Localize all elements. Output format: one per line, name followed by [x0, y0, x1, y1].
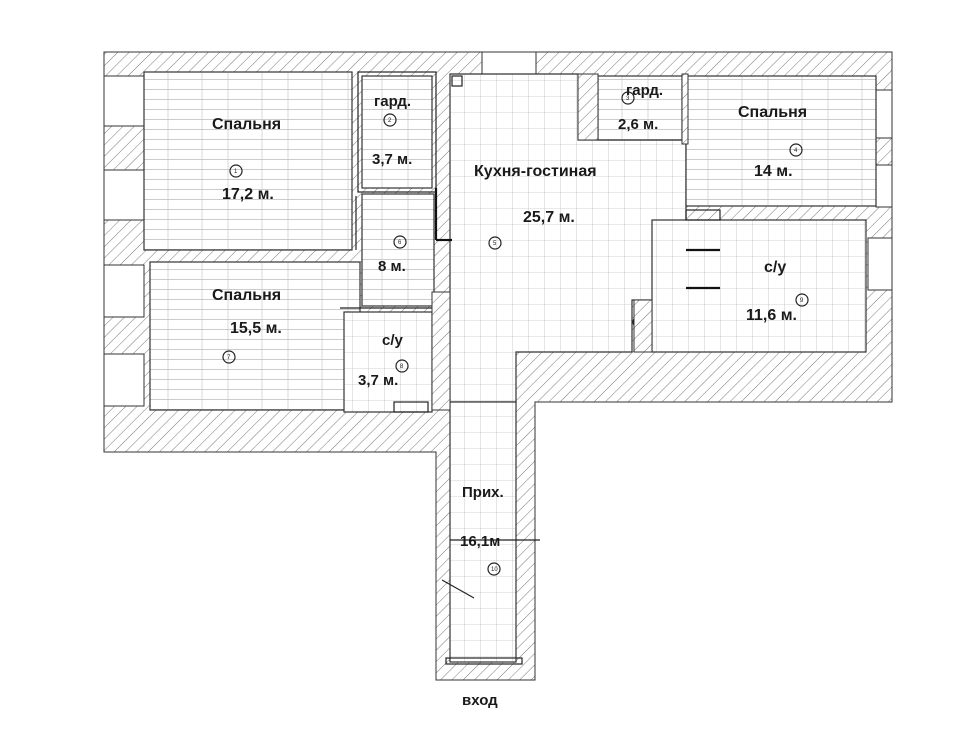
- wardrobe-1-marker: [383, 113, 397, 127]
- corridor-marker: [393, 235, 407, 249]
- bathroom-1: [343, 311, 433, 413]
- left-windows: [103, 51, 893, 407]
- bedroom-1: [143, 71, 353, 251]
- hall-marker: [487, 562, 501, 576]
- bedroom-1-marker: [229, 164, 243, 178]
- bedroom-3-marker-number: 7: [227, 355, 231, 361]
- bathroom-2: [632, 209, 867, 353]
- wardrobe-2-name: гард.: [626, 82, 663, 99]
- bedroom-2-area: 14 м.: [754, 163, 793, 180]
- kitchen-area: 25,7 м.: [523, 209, 575, 226]
- wardrobe-1-area: 3,7 м.: [372, 151, 412, 168]
- wardrobe-1: [357, 71, 437, 193]
- entrance-label: вход: [462, 692, 498, 709]
- bedroom-1-name: Спальня: [212, 116, 281, 133]
- bedroom-3: [149, 261, 361, 411]
- kitchen-name: Кухня-гостиная: [474, 163, 597, 180]
- bedroom-3-marker: [222, 350, 236, 364]
- bathroom-1-marker-number: 8: [400, 364, 404, 370]
- corridor-marker-number: 6: [398, 240, 402, 246]
- hall-marker-number: 10: [491, 567, 498, 573]
- bathroom-2-marker: [795, 293, 809, 307]
- corridor-area: 8 м.: [378, 258, 406, 275]
- bathroom-1-marker: [395, 359, 409, 373]
- bedroom-3-area: 15,5 м.: [230, 320, 282, 337]
- bedroom-2-name: Спальня: [738, 104, 807, 121]
- bedroom-1-marker-number: 1: [234, 169, 238, 175]
- kitchen-marker-number: 5: [493, 241, 497, 247]
- bedroom-3-name: Спальня: [212, 287, 281, 304]
- wardrobe-1-marker-number: 2: [388, 118, 392, 124]
- bedroom-2: [685, 75, 877, 207]
- bathroom-2-area: 11,6 м.: [746, 307, 797, 324]
- hall-name: Прих.: [462, 484, 504, 501]
- bathroom-1-area: 3,7 м.: [358, 372, 398, 389]
- wardrobe-2-marker: [621, 91, 635, 105]
- bedroom-1-area: 17,2 м.: [222, 186, 274, 203]
- room-labels: Спальня 17,2 м. 1 гард. 3,7 м. 2 Кухня-г…: [212, 82, 809, 709]
- hall-area: 16,1м: [460, 533, 500, 550]
- bedroom-2-marker: [789, 143, 803, 157]
- bathroom-2-name: с/у: [764, 259, 786, 276]
- kitchen-marker: [488, 236, 502, 250]
- wardrobe-2-area: 2,6 м.: [618, 116, 658, 133]
- bathroom-1-name: с/у: [382, 332, 404, 349]
- wardrobe-2: [597, 75, 683, 141]
- wardrobe-2-marker-number: 3: [626, 96, 630, 102]
- corridor: [361, 193, 435, 307]
- bedroom-2-marker-number: 4: [794, 148, 798, 154]
- interior-walls: [340, 73, 689, 411]
- wardrobe-1-name: гард.: [374, 93, 411, 110]
- bathroom-2-marker-number: 9: [800, 298, 804, 304]
- hall: [441, 401, 540, 665]
